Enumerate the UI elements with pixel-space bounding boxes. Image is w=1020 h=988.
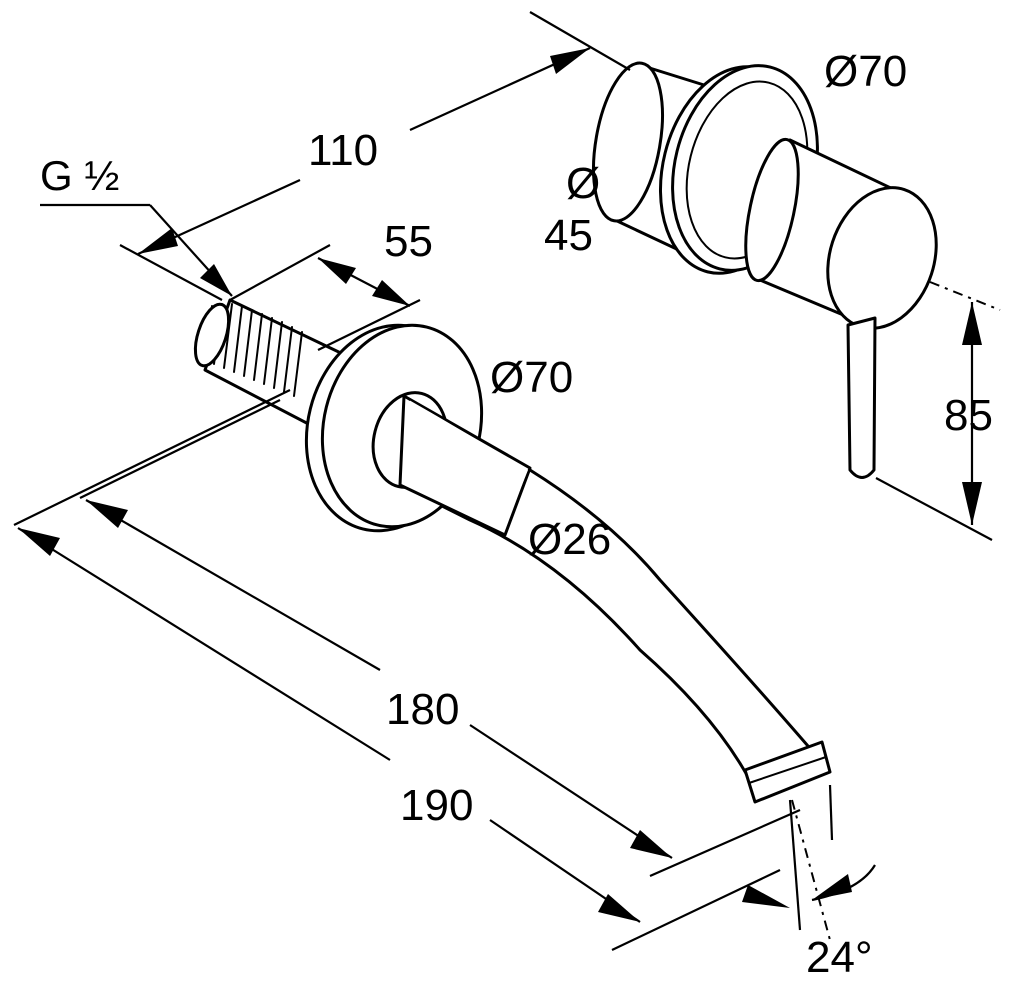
- label-body-symbol: Ø: [566, 159, 600, 208]
- arrow-angle-right: [812, 874, 852, 900]
- ext-110-left: [119, 244, 223, 301]
- ext-outlet-b: [611, 869, 781, 951]
- arrow-thread: [200, 264, 232, 296]
- thread-grooves: [205, 303, 303, 397]
- spout-outlet: [743, 740, 832, 804]
- dimension-labels: G ½ 110 55 Ø70 Ø70 Ø 45 Ø26 85 180 190 2…: [40, 47, 993, 982]
- arrow-angle-left: [742, 885, 790, 908]
- arrow-85-top: [962, 302, 982, 345]
- spout-pipe-bottom-edge: [399, 484, 506, 536]
- mixer-handle-ring: [744, 137, 800, 283]
- arrow-55-left: [318, 258, 356, 284]
- label-body-value: 45: [544, 211, 593, 260]
- angle-ref-vertical: [788, 799, 802, 931]
- dim-190-a: [17, 527, 391, 761]
- label-angle: 24°: [806, 933, 873, 982]
- label-180: 180: [386, 685, 459, 734]
- mixer-lever: [846, 316, 877, 479]
- ext-85-bottom: [875, 477, 993, 541]
- ext-wall: [13, 389, 291, 526]
- arrow-180-left: [86, 500, 128, 528]
- arrow-110-left: [138, 228, 178, 254]
- ext-outlet-a: [649, 808, 801, 878]
- mixer-assembly: [592, 61, 938, 479]
- label-rosette-spout: Ø70: [490, 353, 573, 402]
- thread-end: [193, 302, 231, 368]
- ext-55-right: [317, 299, 421, 351]
- label-spout-diameter: Ø26: [528, 515, 611, 564]
- angle-ref-tilted: [791, 799, 831, 941]
- label-55: 55: [384, 217, 433, 266]
- arrow-190-right: [598, 894, 640, 922]
- label-85: 85: [944, 391, 993, 440]
- mixer-back-face: [592, 61, 664, 223]
- spout-pipe-front-cover: [405, 400, 528, 532]
- dimension-lines: [13, 11, 1001, 951]
- spout-assembly: [193, 298, 832, 804]
- arrow-85-bottom: [962, 482, 982, 525]
- arrow-55-right: [372, 280, 410, 306]
- label-190: 190: [400, 781, 473, 830]
- ext-110-right: [529, 11, 631, 71]
- spout-outlet-edge: [748, 756, 827, 784]
- ext-85-top: [929, 281, 1001, 311]
- label-rosette-mixer: Ø70: [824, 47, 907, 96]
- arrow-180-right: [630, 830, 672, 858]
- label-thread: G ½: [40, 152, 119, 199]
- ext-55-left: [229, 244, 331, 301]
- label-110: 110: [308, 126, 378, 175]
- arrow-110-right: [550, 48, 590, 74]
- dim-180-a: [85, 499, 381, 671]
- angle-ext: [828, 784, 834, 841]
- arrow-190-left: [18, 528, 60, 556]
- ext-wall-b: [79, 399, 281, 499]
- spout-pipe-top-edge: [403, 395, 531, 469]
